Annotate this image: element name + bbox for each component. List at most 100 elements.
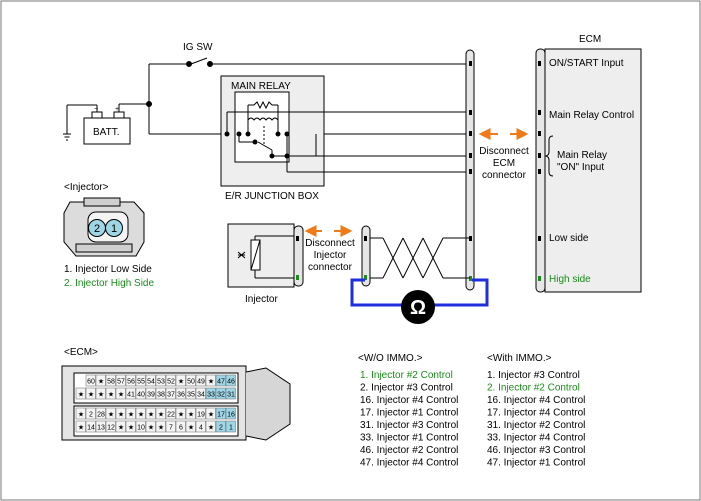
ecm-pin-number: ★ (108, 391, 114, 399)
ecm-pin-high-side: High side (549, 274, 591, 285)
ohmmeter-icon (401, 290, 435, 324)
ecm-pin-number: 36 (177, 392, 185, 399)
ecm-pin-cell (125, 387, 136, 400)
main-relay-label: MAIN RELAY (231, 81, 291, 92)
ecm-pin-number: ★ (208, 411, 214, 419)
disconnect-injector-label-1: Disconnect (305, 238, 355, 249)
ecm-pin-cell (165, 407, 176, 420)
battery (63, 103, 149, 145)
ecm-pin-number: ★ (88, 391, 94, 399)
ecm-pin-number: ★ (78, 391, 84, 399)
ecm-pin-cell (145, 407, 156, 420)
ecm-pin-cell (215, 420, 226, 433)
ecm-pin-number: 16 (227, 412, 235, 419)
ecm-pin-cell (115, 407, 126, 420)
with-immo-item: 1. Injector #3 Control (487, 370, 580, 381)
with-immo-item: 47. Injector #1 Control (487, 458, 585, 469)
ecm-pin-number: 40 (137, 392, 145, 399)
ecm-pin-cell (155, 407, 166, 420)
ecm-pin-number: 13 (97, 425, 105, 432)
ecm-box (544, 48, 642, 293)
wo-immo-item: 31. Injector #3 Control (360, 420, 458, 431)
twisted-pair-wires (370, 237, 470, 279)
ecm-pin-cell (95, 420, 106, 433)
ecm-pin-number: 2 (89, 412, 93, 419)
ecm-pin-number: 56 (127, 379, 135, 386)
ecm-pin-number: 14 (87, 425, 95, 432)
ecm-pin-number: 17 (217, 412, 225, 419)
injector-label: Injector (245, 294, 278, 305)
disconnect-injector-label-3: connector (308, 262, 353, 273)
ecm-pin-cell (165, 374, 176, 387)
injector-pin-2-label: 2 (94, 223, 100, 235)
ecm-title: ECM (579, 34, 601, 45)
ecm-pin-cell (145, 420, 156, 433)
ecm-pin-number: 53 (157, 379, 165, 386)
ecm-pin-number: 35 (187, 392, 195, 399)
ecm-pin-cell (115, 374, 126, 387)
ecm-pin-number: ★ (138, 411, 144, 419)
ecm-pin-number: 38 (157, 392, 165, 399)
ecm-pin-number: 7 (169, 425, 173, 432)
ecm-pin-cell (75, 387, 86, 400)
ecm-pin-cell (185, 387, 196, 400)
ecm-pin-number: ★ (118, 391, 124, 399)
ecm-pin-cell (95, 374, 106, 387)
ecm-pin-cell (85, 387, 96, 400)
ecm-pin-low-side: Low side (549, 233, 589, 244)
with-immo-title: <With IMMO.> (487, 353, 552, 364)
ecm-pin-cell (175, 407, 186, 420)
ecm-pin-cell (195, 387, 206, 400)
ecm-pin-cell (105, 387, 116, 400)
main-relay-on-brace (544, 135, 554, 177)
injector-legend-item-1: 1. Injector Low Side (64, 264, 152, 275)
ecm-pin-number: 52 (167, 379, 175, 386)
ecm-pin-cell (155, 387, 166, 400)
ecm-pin-number: 60 (87, 379, 95, 386)
ecm-pin-cell (105, 420, 116, 433)
injector-legend-title: <Injector> (64, 182, 109, 193)
with-immo-item: 46. Injector #3 Control (487, 445, 585, 456)
ecm-pin-cell (205, 374, 216, 387)
with-immo-item: 33. Injector #4 Control (487, 433, 585, 444)
wo-immo-item: 2. Injector #3 Control (360, 383, 453, 394)
ecm-pin-cell (155, 420, 166, 433)
ecm-pin-cell (225, 387, 236, 400)
injector-pin-high (296, 275, 299, 280)
ecm-pin-cell (85, 374, 96, 387)
ecm-pin-number: ★ (108, 411, 114, 419)
ignition-switch (149, 57, 469, 67)
wo-immo-item: 17. Injector #1 Control (360, 408, 458, 419)
ecm-pin-cell (185, 420, 196, 433)
disconnect-ecm-label-1: Disconnect (479, 146, 529, 157)
ecm-pin-cell (125, 374, 136, 387)
ecm-pin-cell (215, 407, 226, 420)
ecm-pin-number: 49 (197, 379, 205, 386)
ecm-pin-cell (175, 387, 186, 400)
ecm-pin-number: 28 (97, 412, 105, 419)
ecm-pin-number: 54 (147, 379, 155, 386)
ecm-pin-cell (165, 420, 176, 433)
ecm-pin-number: ★ (188, 411, 194, 419)
ecm-pin-number: ★ (208, 424, 214, 432)
ecm-pin-cell (225, 407, 236, 420)
injector-harness-pin-high (364, 275, 367, 280)
ecm-pin-number: ★ (148, 411, 154, 419)
wo-immo-item: 47. Injector #4 Control (360, 458, 458, 469)
wo-immo-list: 1. Injector #2 Control 2. Injector #3 Con… (360, 370, 458, 469)
ecm-pin-cell (95, 407, 106, 420)
wo-immo-item: 1. Injector #2 Control (360, 370, 453, 381)
injector-pin-low (296, 236, 299, 241)
ecm-pin-number: 33 (207, 392, 215, 399)
relay-output-wires (226, 111, 470, 173)
ecm-pin-cell (175, 420, 186, 433)
ecm-pin-cell (145, 387, 156, 400)
ecm-pin-cell (125, 420, 136, 433)
batt-minus-sign: − (94, 106, 98, 113)
injector-connector-drawing (63, 197, 145, 257)
ecm-pin-number: ★ (98, 378, 104, 386)
ecm-pin-number: 50 (187, 379, 195, 386)
ecm-pin-cell (185, 407, 196, 420)
wo-immo-title: <W/O IMMO.> (358, 353, 423, 364)
